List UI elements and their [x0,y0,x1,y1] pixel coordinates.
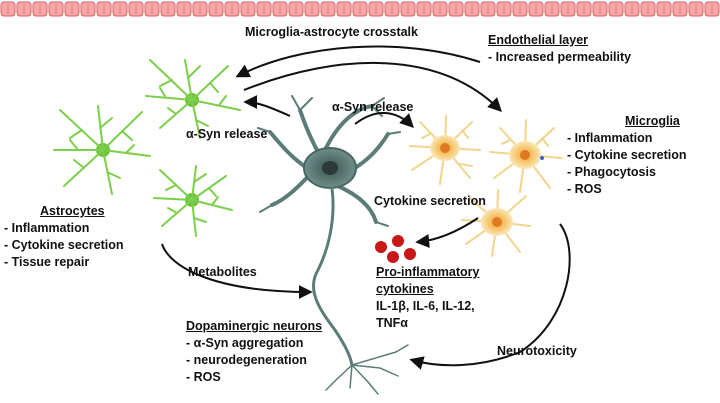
cytokine-secretion-label: Cytokine secretion [374,194,486,208]
astrocytes-title: Astrocytes [40,204,105,218]
endothelial-layer [0,0,720,18]
astrocytes-item: - Inflammation [4,221,90,235]
astrocyte-top [145,59,241,139]
metabolites-arrow [161,243,313,299]
microglia-item: - ROS [567,182,602,196]
microglia-cell-1 [409,115,481,185]
microglia-box: Microglia - Inflammation - Cytokine secr… [567,113,686,198]
asyn-release-left-arrow [243,95,291,117]
cytokines-title-line2: cytokines [376,282,434,296]
microglia-item: - Phagocytosis [567,165,656,179]
cytokine-secretion-arrow [415,217,479,248]
astrocyte-left [53,105,151,195]
neurons-box: Dopaminergic neurons - α-Syn aggregation… [186,318,322,386]
cytokine-dots [375,235,416,263]
neurotoxicity-arrow [409,223,571,370]
asyn-release-left-label: α-Syn release [186,127,268,141]
crosstalk-arrow-to-microglia [243,61,502,112]
neurotoxicity-label: Neurotoxicity [497,344,577,358]
arrows [161,45,571,370]
endothelial-item: - Increased permeability [488,50,632,64]
astrocytes-item: - Cytokine secretion [4,238,124,252]
astrocyte-bottom [153,165,233,237]
cytokines-values-line2: TNFα [376,316,408,330]
neurons-item: - neurodegeneration [186,353,307,367]
microglia-title: Microglia [625,114,680,128]
astrocytes-box: Astrocytes - Inflammation - Cytokine sec… [4,203,123,271]
crosstalk-label: Microglia-astrocyte crosstalk [245,25,418,39]
metabolites-label: Metabolites [188,265,257,279]
neurons-title: Dopaminergic neurons [186,319,323,333]
neurons-item: - ROS [186,370,221,384]
endothelial-title: Endothelial layer [488,33,589,47]
cytokines-title-line1: Pro-inflammatory [376,265,480,279]
cytokines-box: Pro-inflammatory cytokines IL-1β, IL-6, … [376,264,480,332]
neuron [257,95,409,395]
microglia-item: - Inflammation [567,131,653,145]
asyn-release-right-arrow [354,111,414,128]
microglia-item: - Cytokine secretion [567,148,687,162]
microglia-cell-3 [461,189,531,257]
microglia-cell-2 [489,119,563,193]
cytokines-values-line1: IL-1β, IL-6, IL-12, [376,299,475,313]
endothelial-box: Endothelial layer - Increased permeabili… [488,32,631,66]
astrocytes-item: - Tissue repair [4,255,90,269]
asyn-release-right-label: α-Syn release [332,100,414,114]
crosstalk-arrow-to-astrocytes [235,45,481,78]
neurons-item: - α-Syn aggregation [186,336,304,350]
